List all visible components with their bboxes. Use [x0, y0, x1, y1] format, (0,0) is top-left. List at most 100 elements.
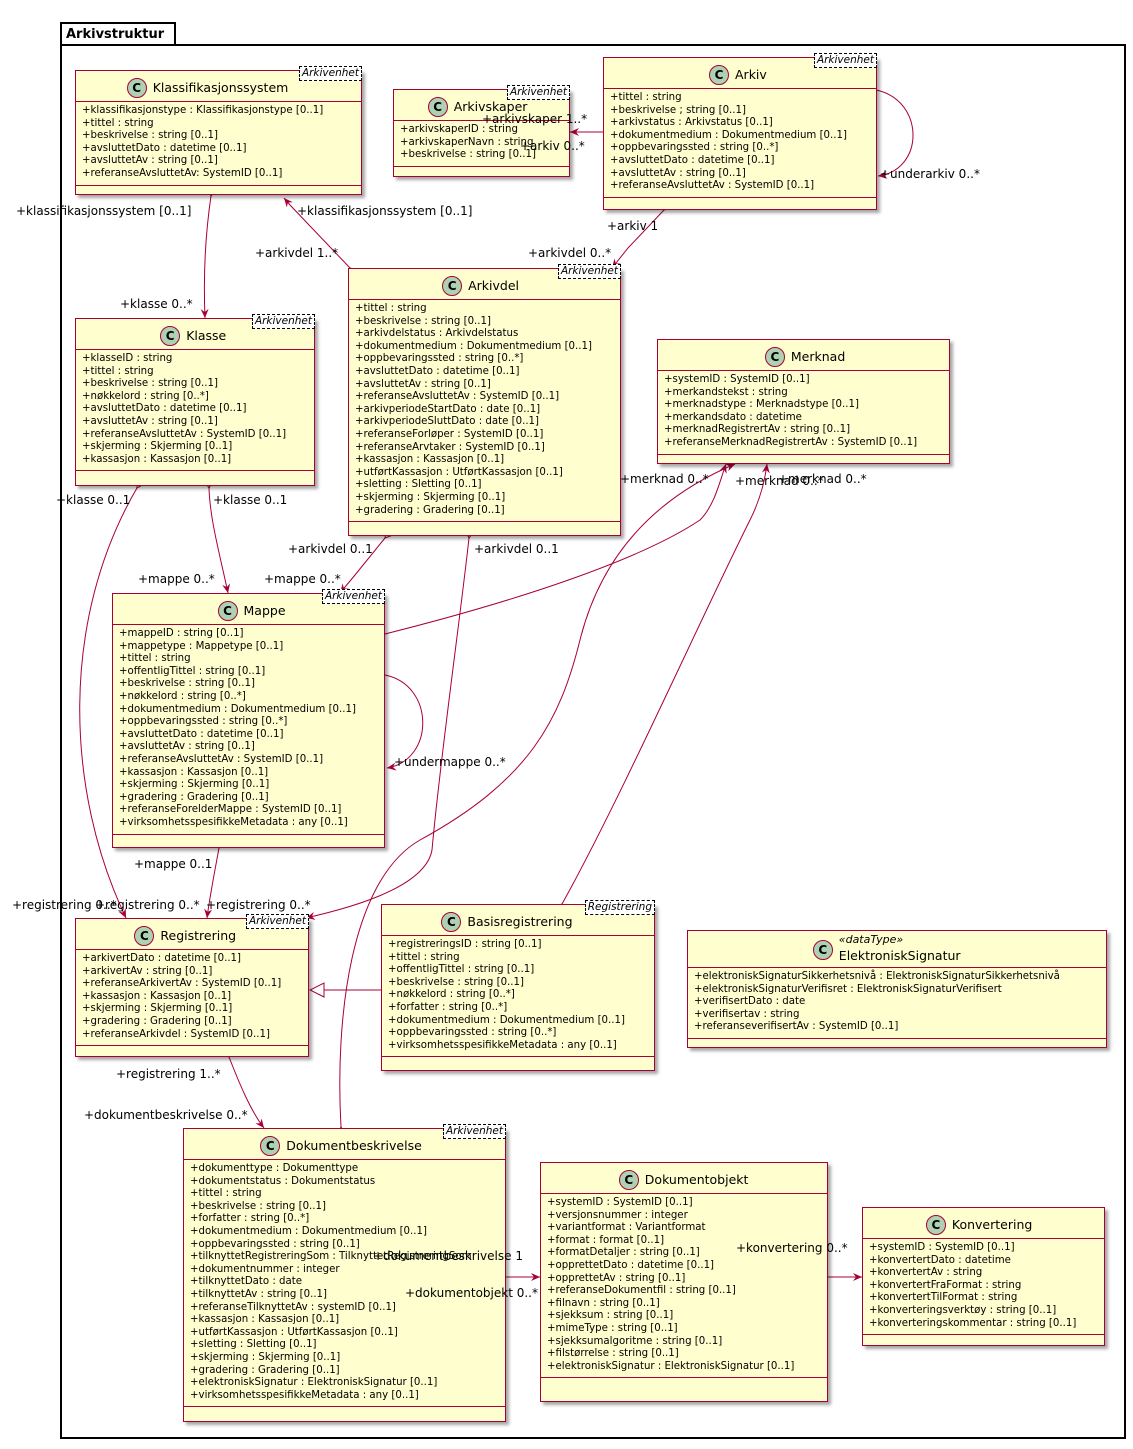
class-attribute: +dokumentnummer : integer	[190, 1263, 340, 1275]
class-c-icon: C	[442, 276, 463, 296]
class-attribute: +nøkkelord : string [0..*]	[388, 989, 515, 1001]
class-attributes: +systemID : SystemID [0..1]+merkandsteks…	[658, 371, 949, 454]
edge-arkivdel-klassifikasjonssystem	[283, 197, 359, 278]
class-c-icon: C	[126, 78, 147, 98]
edge-label: +dokumentobjekt 0..*	[405, 1286, 538, 1300]
class-attribute: +konvertertTilFormat : string	[869, 1292, 1018, 1304]
class-attribute: +format : format [0..1]	[547, 1234, 665, 1246]
class-methods	[394, 165, 569, 175]
class-attribute: +kassasjon : Kassasjon [0..1]	[119, 766, 269, 778]
class-attribute: +avsluttetDato : datetime [0..1]	[355, 365, 520, 377]
class-attribute: +registreringsID : string [0..1]	[388, 939, 542, 950]
class-attribute: +konverteringskommentar : string [0..1]	[869, 1317, 1077, 1329]
class-name: Klassifikasjonssystem	[152, 80, 289, 95]
class-name: Registrering	[160, 928, 237, 943]
class-attribute: +arkivperiodeStartDato : date [0..1]	[355, 403, 541, 415]
class-attribute: +avsluttetAv : string [0..1]	[119, 741, 255, 753]
edge-label: +klassifikasjonssystem [0..1]	[16, 204, 192, 218]
class-attribute: +tittel : string	[82, 117, 154, 129]
edge-label: +klasse 0..1	[56, 493, 131, 507]
class-attribute: +virksomhetsspesifikkeMetadata : any [0.…	[388, 1039, 617, 1051]
class-attribute: +beskrivelse : string [0..1]	[190, 1200, 326, 1212]
class-attribute: +dokumenttype : Dokumenttype	[190, 1163, 359, 1174]
class-attribute: +mappeID : string [0..1]	[119, 628, 244, 639]
edge-label: +merknad 0..*	[620, 472, 709, 486]
edge-klasse-registrering	[79, 476, 144, 919]
class-c-icon: C	[134, 926, 155, 946]
edge-label: +arkivdel 0..*	[528, 246, 612, 260]
edge-label: +mappe 0..1	[134, 857, 213, 871]
class-attributes: +mappeID : string [0..1]+mappetype : Map…	[113, 625, 384, 834]
edge-label: +registrering 0..*	[12, 898, 117, 912]
class-attribute: +gradering : Gradering [0..1]	[355, 504, 505, 516]
class-attribute: +variantformat : Variantformat	[547, 1222, 706, 1234]
class-methods	[76, 470, 314, 479]
class-attribute: +sjekksumalgoritme : string [0..1]	[547, 1335, 723, 1347]
class-attribute: +kassasjon : Kassasjon [0..1]	[82, 990, 232, 1002]
edge-label: +arkivdel 0..1	[474, 542, 559, 556]
class-attribute: +merknadstype : Merknadstype [0..1]	[664, 399, 859, 411]
class-attributes: +klasseID : string+tittel : string+beskr…	[76, 350, 314, 470]
class-attribute: +referanseArvtaker : SystemID [0..1]	[355, 441, 545, 453]
class-stereotype: «dataType»	[838, 933, 904, 946]
class-c-icon: C	[812, 940, 833, 960]
class-attribute: +dokumentmedium : Dokumentmedium [0..1]	[119, 703, 356, 715]
class-attribute: +skjerming : Skjerming [0..1]	[190, 1351, 341, 1363]
class-attribute: +elektroniskSignatur : ElektroniskSignat…	[190, 1377, 438, 1389]
class-template-param: Arkivenhet	[442, 1124, 506, 1139]
edge-arkiv-underarkiv	[863, 84, 914, 179]
class-methods	[688, 1037, 1106, 1047]
class-attribute: +systemID : SystemID [0..1]	[664, 374, 810, 385]
edge-label: +mappe 0..*	[264, 572, 341, 586]
class-attribute: +avsluttetAv : string [0..1]	[355, 378, 491, 390]
edge-label: +registrering 0..*	[95, 898, 200, 912]
class-attribute: +opprettetDato : datetime [0..1]	[547, 1259, 715, 1271]
class-attribute: +beskrivelse : string [0..1]	[82, 378, 218, 390]
class-attribute: +arkivertAv : string [0..1]	[82, 965, 213, 977]
edge-label: +arkivdel 0..1	[288, 542, 373, 556]
class-attribute: +merkandstekst : string	[664, 386, 788, 398]
edge-label: +arkiv 0..*	[520, 139, 585, 153]
edge-label: +klasse 0..*	[120, 297, 193, 311]
class-c-icon: C	[217, 601, 238, 621]
class-attributes: +dokumenttype : Dokumenttype+dokumentsta…	[184, 1160, 505, 1406]
class-name: Mappe	[243, 603, 286, 618]
class-attribute: +forfatter : string [0..*]	[388, 1001, 508, 1013]
class-methods	[604, 196, 876, 206]
class-attribute: +referanseverifisertAv : SystemID [0..1]	[694, 1021, 899, 1033]
class-attribute: +beskrivelse : string [0..1]	[82, 130, 218, 142]
edge-label: +underarkiv 0..*	[880, 167, 980, 181]
class-attribute: +referanseAvsluttetAv : SystemID [0..1]	[119, 753, 324, 765]
class-template-param: Arkivenhet	[298, 66, 362, 81]
edge-mappe-registrering	[204, 835, 225, 919]
package-name: Arkivstruktur	[66, 27, 165, 42]
class-attribute: +oppbevaringssted : string [0..*]	[610, 142, 779, 154]
class-attribute: +tittel : string	[190, 1188, 262, 1200]
class-attribute: +referanseMerknadRegistrertAv : SystemID…	[664, 436, 918, 448]
class-methods	[184, 1406, 505, 1415]
class-attribute: +referanseDokumentfil : string [0..1]	[547, 1285, 736, 1297]
class-c-icon: C	[925, 1215, 946, 1235]
edge-label: +dokumentbeskrivelse 0..*	[84, 1108, 248, 1122]
class-attribute: +dokumentmedium : Dokumentmedium [0..1]	[388, 1014, 625, 1026]
class-attribute: +tittel : string	[610, 92, 682, 103]
class-attribute: +elektroniskSignatur : ElektroniskSignat…	[547, 1360, 795, 1372]
class-attribute: +tittel : string	[119, 653, 191, 665]
class-attribute: +beskrivelse : string [0..1]	[400, 149, 536, 161]
class-name: Dokumentobjekt	[644, 1172, 749, 1187]
class-attribute: +avsluttetDato : datetime [0..1]	[610, 154, 775, 166]
class-c-icon: C	[709, 65, 729, 85]
class-name: ElektroniskSignatur	[838, 948, 961, 963]
class-attributes: +tittel : string+beskrivelse ; string [0…	[604, 89, 876, 197]
class-attribute: +dokumentmedium : Dokumentmedium [0..1]	[610, 129, 847, 141]
class-attribute: +kassasjon : Kassasjon [0..1]	[190, 1314, 340, 1326]
